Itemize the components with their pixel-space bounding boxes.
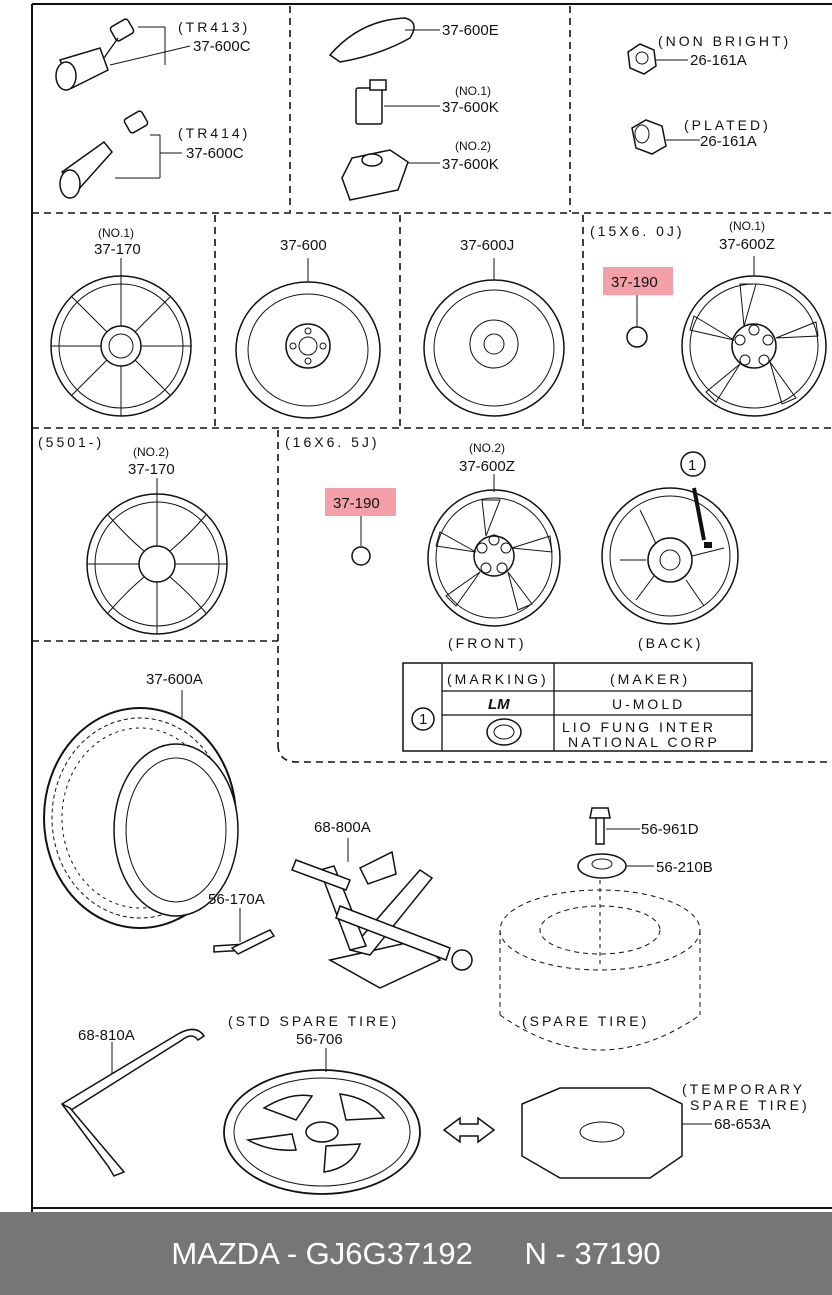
nut-non-bright xyxy=(627,43,688,75)
back-caption: (BACK) xyxy=(638,635,703,651)
spare-tire-cover xyxy=(499,880,701,1051)
jack-part: 68-800A xyxy=(314,819,371,836)
valve-tr413-note: (TR413) xyxy=(178,19,250,35)
sensor-no2-part: 37-600K xyxy=(442,156,499,173)
front-caption: (FRONT) xyxy=(448,635,527,651)
size-15-note: (15X6. 0J) xyxy=(590,223,685,239)
nut-plated xyxy=(631,119,700,155)
nut-plated-note: (PLATED) xyxy=(684,117,771,133)
wheel-cap-no1-note: (NO.1) xyxy=(98,226,134,240)
valve-tr414-part: 37-600C xyxy=(186,145,244,162)
alloy-wheel-no1 xyxy=(681,256,827,417)
washer-part: 56-210B xyxy=(656,859,713,876)
alloy-no1-note: (NO.1) xyxy=(729,219,765,233)
ref-circle-1-label: 1 xyxy=(688,457,696,474)
table-maker-lio-2: NATIONAL CORP xyxy=(568,734,720,750)
tire-37-600a xyxy=(43,690,239,929)
sensor-part-e: 37-600E xyxy=(442,22,499,39)
footer-bar: MAZDA - GJ6G37192 N - 37190 xyxy=(0,1212,832,1295)
std-spare-note: (STD SPARE TIRE) xyxy=(228,1013,399,1029)
sensor-no1-note: (NO.1) xyxy=(455,84,491,98)
std-spare-wheel-56-706 xyxy=(223,1048,421,1195)
steel-wheel-j-part: 37-600J xyxy=(460,237,514,254)
spare-tire-caption: (SPARE TIRE) xyxy=(522,1013,649,1029)
std-spare-part: 56-706 xyxy=(296,1031,343,1048)
size-16-note: (16X6. 5J) xyxy=(285,434,380,450)
temp-spare-note-1: (TEMPORARY xyxy=(682,1081,805,1097)
ornament-highlight-2-box xyxy=(325,488,396,516)
wrench-part: 68-810A xyxy=(78,1027,135,1044)
valve-tr413-part: 37-600C xyxy=(193,38,251,55)
nut-plated-part: 26-161A xyxy=(700,133,757,150)
ornament-2-circle xyxy=(351,546,371,566)
steel-wheel xyxy=(235,258,381,419)
handle-part: 56-170A xyxy=(208,891,265,908)
ornament-highlight-2: 37-190 xyxy=(333,495,380,512)
sensor-no2 xyxy=(341,149,440,201)
bolt-56-961d xyxy=(589,807,640,845)
date-note: (5501-) xyxy=(38,434,104,450)
wheel-cap-no1 xyxy=(50,258,192,417)
wheel-wrench-68-810a xyxy=(60,1028,206,1177)
temp-spare-68-653a xyxy=(521,1087,712,1179)
valve-tr414-note: (TR414) xyxy=(178,125,250,141)
table-header-maker: (MAKER) xyxy=(610,671,690,687)
table-marking-lm: LM xyxy=(488,696,510,713)
bolt-part: 56-961D xyxy=(641,821,699,838)
sensor-no2-note: (NO.2) xyxy=(455,139,491,153)
valve-tr413 xyxy=(55,18,191,91)
temp-spare-part: 68-653A xyxy=(714,1116,771,1133)
wheel-cap-no1-part: 37-170 xyxy=(94,241,141,258)
wheel-cap-no2 xyxy=(86,478,228,635)
jack-handle-56-170a xyxy=(213,908,276,955)
wheel-cap-no2-note: (NO.2) xyxy=(133,445,169,459)
footer-code: N - 37190 xyxy=(524,1235,661,1271)
steel-wheel-part: 37-600 xyxy=(280,237,327,254)
steel-wheel-j xyxy=(423,258,565,417)
wheel-cap-no2-part: 37-170 xyxy=(128,461,175,478)
footer-brand: MAZDA - GJ6G37192 xyxy=(171,1235,473,1271)
table-maker-lio-1: LIO FUNG INTER xyxy=(562,719,716,735)
alloy-no2-part: 37-600Z xyxy=(459,458,515,475)
valve-tr414 xyxy=(59,110,182,199)
washer-56-210b xyxy=(577,853,654,879)
tire-part: 37-600A xyxy=(146,671,203,688)
ornament-highlight-1-box xyxy=(603,267,673,295)
sensor-no1 xyxy=(355,79,440,125)
jack-68-800a xyxy=(291,838,473,989)
alloy-no1-part: 37-600Z xyxy=(719,236,775,253)
interchange-arrow xyxy=(442,1116,496,1144)
table-row-ref: 1 xyxy=(419,711,427,728)
alloy-no2-note: (NO.2) xyxy=(469,441,505,455)
parts-diagram: (TR413) 37-600C (TR414) 37-600C 37-600E … xyxy=(31,3,832,1212)
nut-non-bright-note: (NON BRIGHT) xyxy=(658,33,791,49)
frame-lines xyxy=(31,3,832,1212)
table-header-marking: (MARKING) xyxy=(447,671,549,687)
ornament-highlight-1: 37-190 xyxy=(611,274,658,291)
ornament-1-circle xyxy=(626,326,648,348)
sensor-37-600e xyxy=(328,17,440,63)
alloy-wheel-no2-back xyxy=(601,487,739,625)
table-maker-umold: U-MOLD xyxy=(612,696,685,712)
nut-non-bright-part: 26-161A xyxy=(690,52,747,69)
sensor-no1-part: 37-600K xyxy=(442,99,499,116)
alloy-wheel-no2-front xyxy=(427,474,561,627)
temp-spare-note-2: SPARE TIRE) xyxy=(690,1097,810,1113)
ref-circle-1 xyxy=(680,451,706,477)
marking-table xyxy=(402,662,753,752)
